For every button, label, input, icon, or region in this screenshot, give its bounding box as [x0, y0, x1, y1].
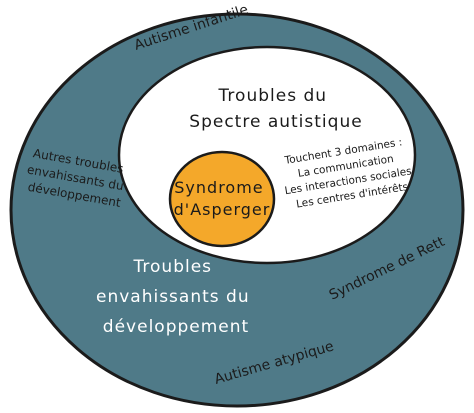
inner-circle-tsa [117, 45, 417, 265]
asperger-title: Syndrome d'Asperger [174, 178, 271, 219]
tsa-title: Troubles du Spectre autistique [189, 86, 362, 132]
core-circle-asperger [168, 150, 276, 248]
ted-title: Troubles envahissants du développement [96, 257, 256, 337]
